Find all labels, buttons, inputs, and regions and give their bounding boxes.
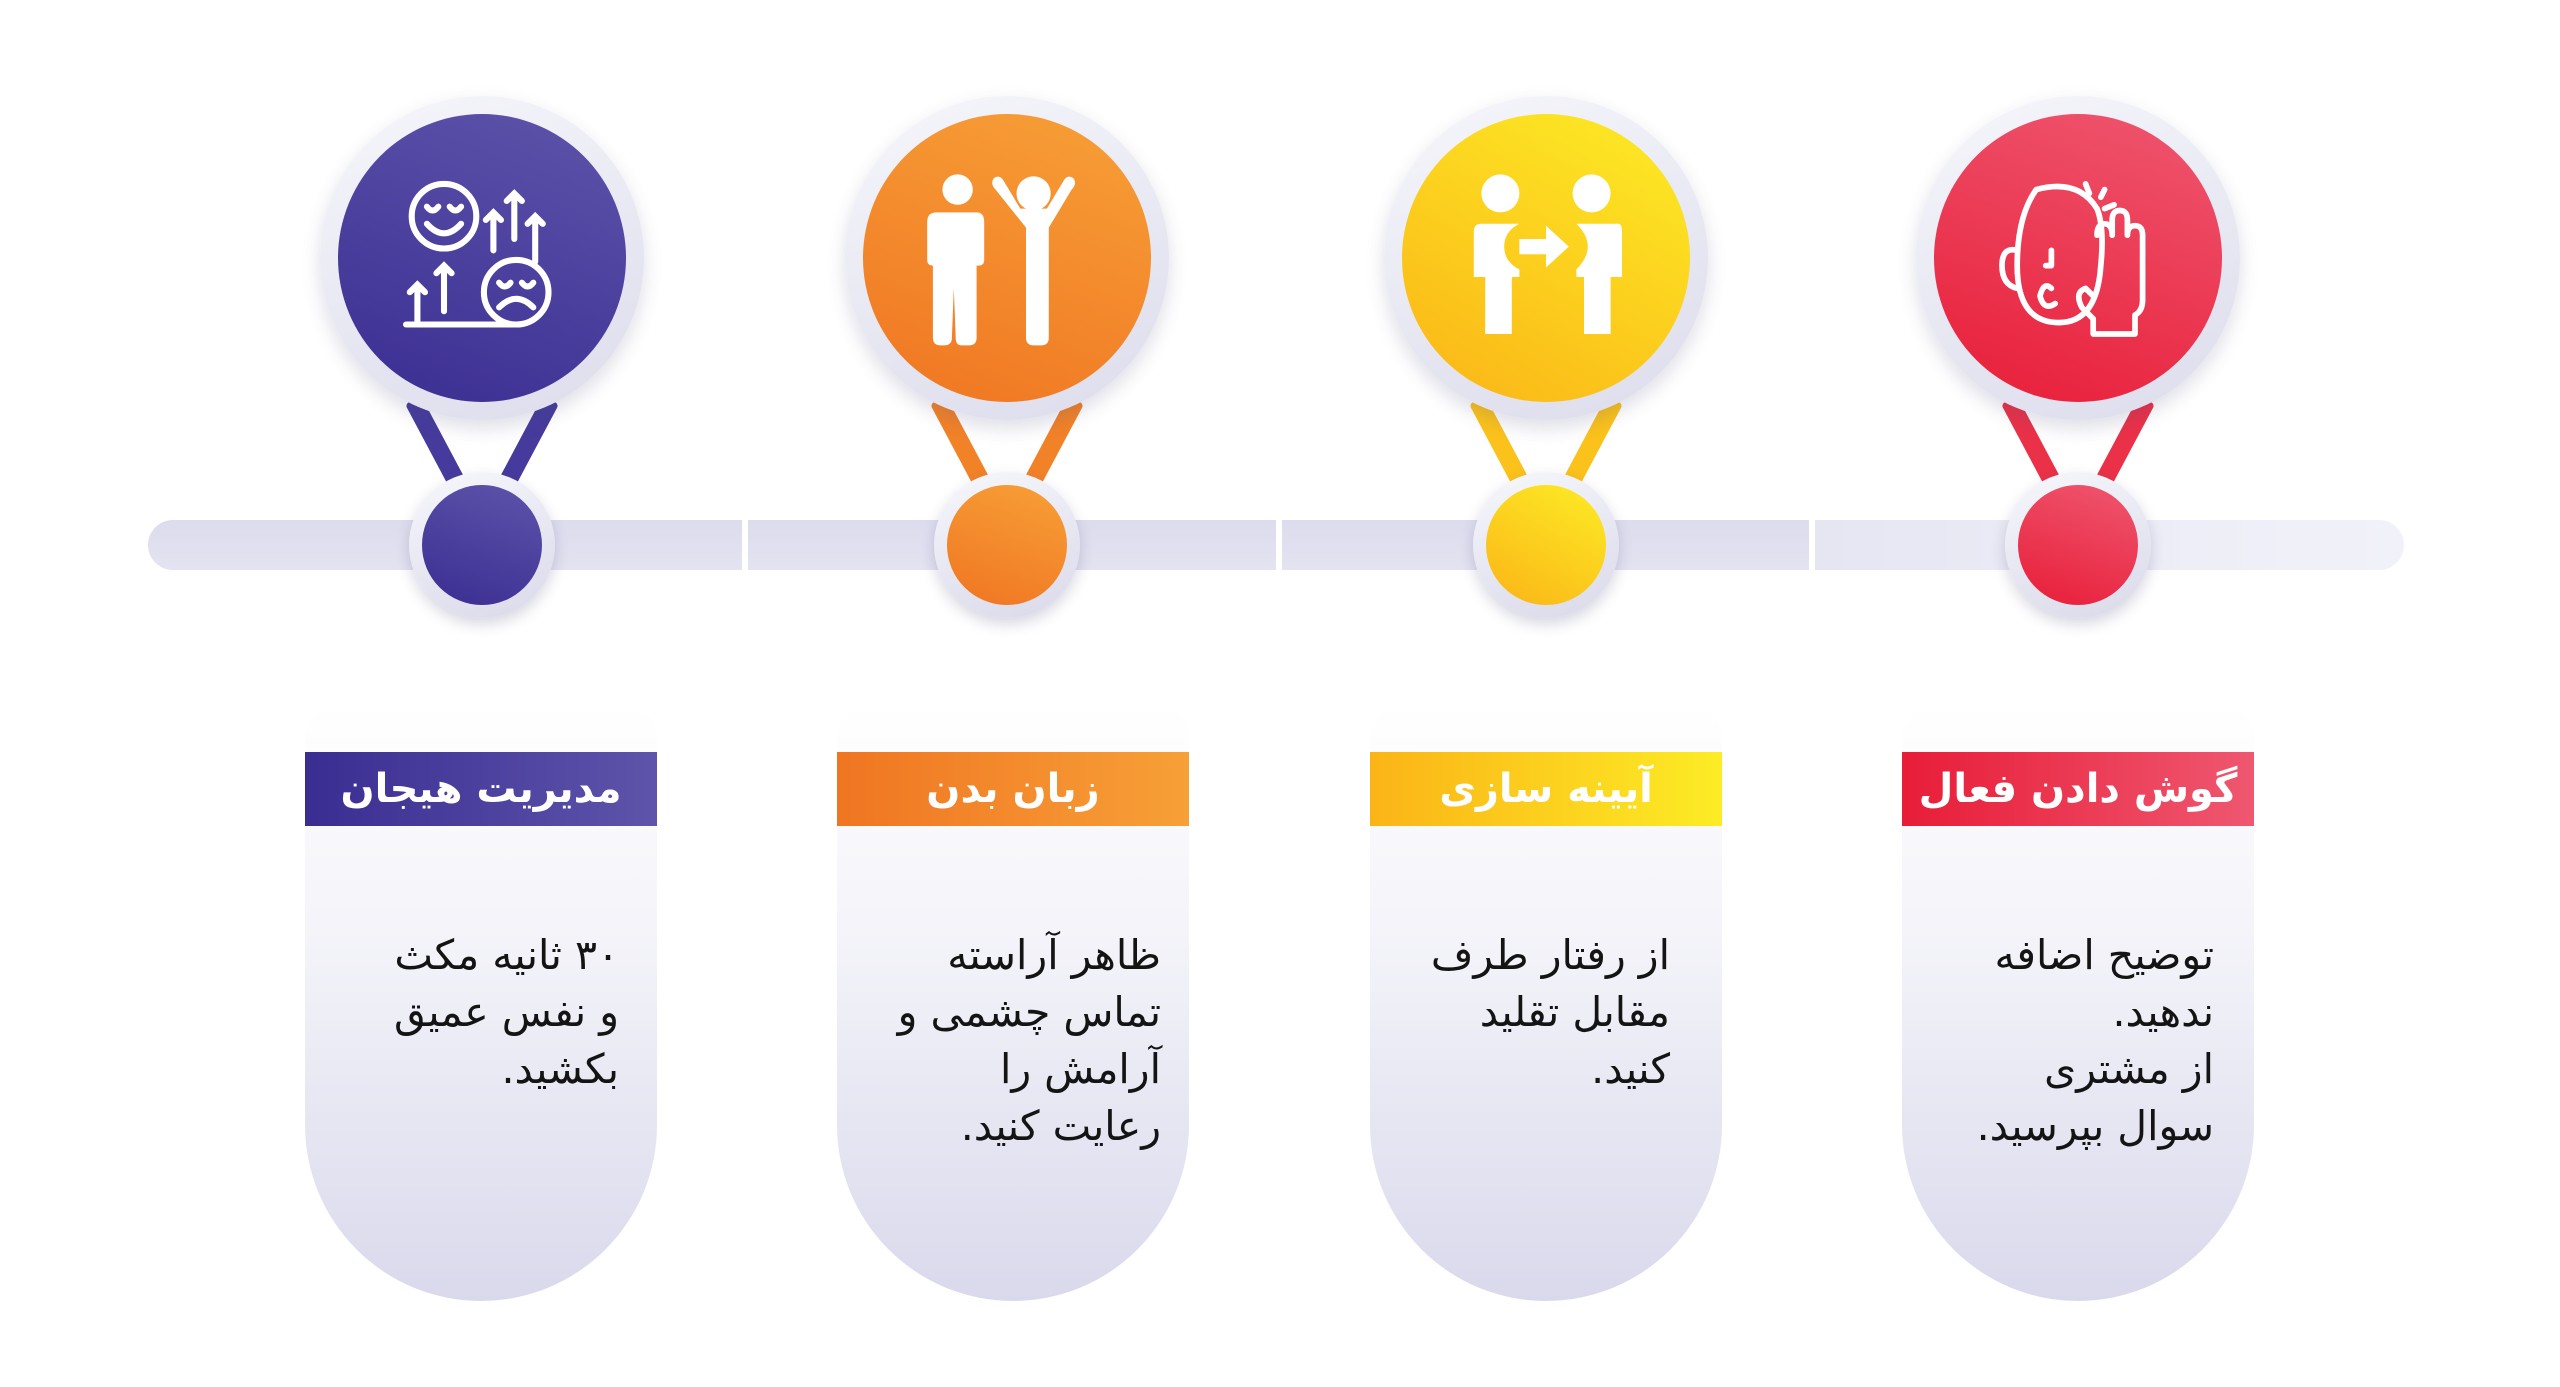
step-card-emotion-management: مدیریت هیجان ۳۰ ثانیه مکث و نفس عمیق بکش…	[305, 705, 657, 1301]
card-title: گوش دادن فعال	[1918, 766, 2238, 812]
two-people-exchange-icon	[1473, 174, 1622, 334]
two-people-gesture-icon	[927, 174, 1076, 346]
card-description: ۳۰ ثانیه مکث و نفس عمیق بکشید.	[325, 927, 619, 1098]
card-title: مدیریت هیجان	[340, 766, 622, 812]
card-line: بکشید.	[501, 1045, 619, 1093]
step-icon-circle	[1384, 96, 1708, 420]
card-line: از رفتار طرف	[1430, 931, 1670, 979]
card-title-band: زبان بدن	[837, 752, 1189, 826]
card-title-band: آیینه سازی	[1370, 752, 1722, 826]
card-description: از رفتار طرف مقابل تقلید کنید.	[1390, 927, 1670, 1098]
card-line: از مشتری	[2044, 1045, 2214, 1093]
step-icon-circle	[845, 96, 1169, 420]
card-title-band: مدیریت هیجان	[305, 752, 657, 826]
card-line: رعایت کنید.	[960, 1102, 1161, 1150]
emotion-arrows-icon	[402, 180, 552, 328]
card-line: توضیح اضافه	[1994, 931, 2214, 979]
step-card-body-language: زبان بدن ظاهر آراسته تماس چشمی و آرامش ر…	[837, 705, 1189, 1301]
card-line: مقابل تقلید	[1479, 988, 1670, 1036]
card-title-band: گوش دادن فعال	[1902, 752, 2254, 826]
card-line: ظاهر آراسته	[947, 931, 1161, 979]
timeline-dot	[409, 472, 555, 618]
step-icon-circle	[1916, 96, 2240, 420]
ear-listening-hand-icon	[1999, 181, 2146, 337]
step-card-mirroring: آیینه سازی از رفتار طرف مقابل تقلید کنید…	[1370, 705, 1722, 1301]
card-description: ظاهر آراسته تماس چشمی و آرامش را رعایت ک…	[847, 927, 1161, 1155]
card-line: و نفس عمیق	[393, 988, 619, 1036]
timeline-dot	[1473, 472, 1619, 618]
card-line: تماس چشمی و	[897, 988, 1161, 1036]
card-line: ۳۰ ثانیه مکث	[394, 931, 619, 979]
card-line: آرامش را	[999, 1045, 1161, 1093]
card-title: زبان بدن	[926, 766, 1100, 812]
step-card-active-listening: گوش دادن فعال توضیح اضافه ندهید. از مشتر…	[1902, 705, 2254, 1301]
card-line: سوال بپرسید.	[1976, 1102, 2214, 1150]
card-title: آیینه سازی	[1439, 766, 1653, 812]
step-icon-circle	[320, 96, 644, 420]
card-line: ندهید.	[2112, 988, 2214, 1036]
card-description: توضیح اضافه ندهید. از مشتری سوال بپرسید.	[1922, 927, 2214, 1155]
timeline-dot	[934, 472, 1080, 618]
card-line: کنید.	[1591, 1045, 1670, 1093]
timeline-dot	[2005, 472, 2151, 618]
